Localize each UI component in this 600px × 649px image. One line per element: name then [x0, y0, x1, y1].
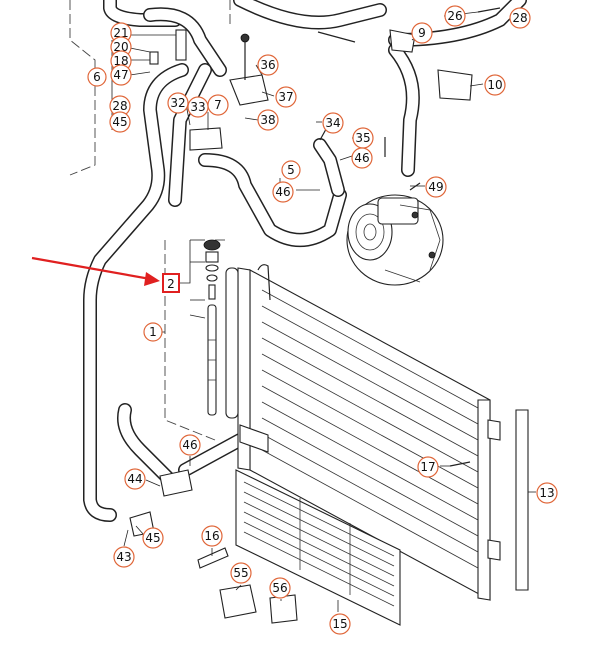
svg-text:20: 20	[113, 40, 128, 54]
callout-16[interactable]: 16	[201, 525, 223, 547]
svg-text:17: 17	[420, 460, 435, 474]
callout-55[interactable]: 55	[230, 562, 252, 584]
svg-text:34: 34	[325, 116, 340, 130]
callout-46-upper[interactable]: 46	[351, 147, 373, 169]
svg-text:28: 28	[512, 11, 527, 25]
svg-text:36: 36	[260, 58, 275, 72]
callout-1[interactable]: 1	[143, 322, 163, 342]
callout-44[interactable]: 44	[124, 468, 146, 490]
svg-text:15: 15	[332, 617, 347, 631]
callout-15[interactable]: 15	[329, 613, 351, 635]
callout-35[interactable]: 35	[352, 127, 374, 149]
svg-text:49: 49	[428, 180, 443, 194]
svg-text:46: 46	[275, 185, 290, 199]
svg-text:45: 45	[112, 115, 127, 129]
svg-text:18: 18	[113, 54, 128, 68]
svg-text:13: 13	[539, 486, 554, 500]
svg-text:28: 28	[112, 99, 127, 113]
svg-text:33: 33	[190, 100, 205, 114]
svg-text:32: 32	[170, 96, 185, 110]
svg-text:56: 56	[272, 581, 287, 595]
svg-text:16: 16	[204, 529, 219, 543]
callout-46-middle[interactable]: 46	[272, 181, 294, 203]
callout-47[interactable]: 47	[110, 64, 132, 86]
callout-45-top[interactable]: 45	[109, 111, 131, 133]
callout-38[interactable]: 38	[257, 109, 279, 131]
callout-37[interactable]: 37	[275, 86, 297, 108]
callout-46-lower[interactable]: 46	[179, 434, 201, 456]
fittings	[129, 7, 501, 624]
svg-text:46: 46	[354, 151, 369, 165]
callout-26[interactable]: 26	[444, 5, 466, 27]
svg-text:47: 47	[113, 68, 128, 82]
callout-10[interactable]: 10	[484, 74, 506, 96]
callout-34[interactable]: 34	[322, 112, 344, 134]
svg-text:35: 35	[355, 131, 370, 145]
callout-13[interactable]: 13	[536, 482, 558, 504]
svg-text:46: 46	[182, 438, 197, 452]
callout-7[interactable]: 7	[207, 94, 229, 116]
svg-text:37: 37	[278, 90, 293, 104]
svg-text:21: 21	[113, 26, 128, 40]
callout-36[interactable]: 36	[257, 54, 279, 76]
callouts: 21 20 18 6 47 28 45 32 33 7 36 37 38 26 …	[87, 5, 558, 635]
highlight-arrow	[31, 256, 160, 286]
dashed-frames	[69, 0, 231, 441]
callout-28-right[interactable]: 28	[509, 7, 531, 29]
svg-text:26: 26	[447, 9, 462, 23]
callout-17[interactable]: 17	[417, 456, 439, 478]
highlight-label: 2	[167, 277, 175, 291]
condenser-fins	[261, 289, 479, 569]
svg-text:45: 45	[145, 531, 160, 545]
callout-43[interactable]: 43	[113, 546, 135, 568]
compressor	[346, 194, 444, 286]
svg-text:43: 43	[116, 550, 131, 564]
callout-56[interactable]: 56	[269, 577, 291, 599]
air-guide	[235, 469, 401, 626]
callout-9[interactable]: 9	[411, 22, 433, 44]
seal-strip	[515, 409, 529, 591]
callout-33[interactable]: 33	[187, 96, 209, 118]
callout-32[interactable]: 32	[167, 92, 189, 114]
svg-text:44: 44	[127, 472, 142, 486]
svg-text:7: 7	[214, 98, 222, 112]
svg-text:6: 6	[93, 70, 101, 84]
svg-text:10: 10	[487, 78, 502, 92]
svg-text:55: 55	[233, 566, 248, 580]
callout-6[interactable]: 6	[87, 67, 107, 87]
callout-49[interactable]: 49	[425, 176, 447, 198]
svg-text:5: 5	[287, 163, 295, 177]
svg-text:38: 38	[260, 113, 275, 127]
svg-text:1: 1	[149, 325, 157, 339]
drier-parts	[203, 239, 221, 416]
callout-5[interactable]: 5	[281, 160, 301, 180]
highlight-callout[interactable]: 2	[162, 273, 180, 293]
condenser	[225, 264, 501, 601]
callout-45-bottom[interactable]: 45	[142, 527, 164, 549]
svg-text:9: 9	[418, 26, 426, 40]
